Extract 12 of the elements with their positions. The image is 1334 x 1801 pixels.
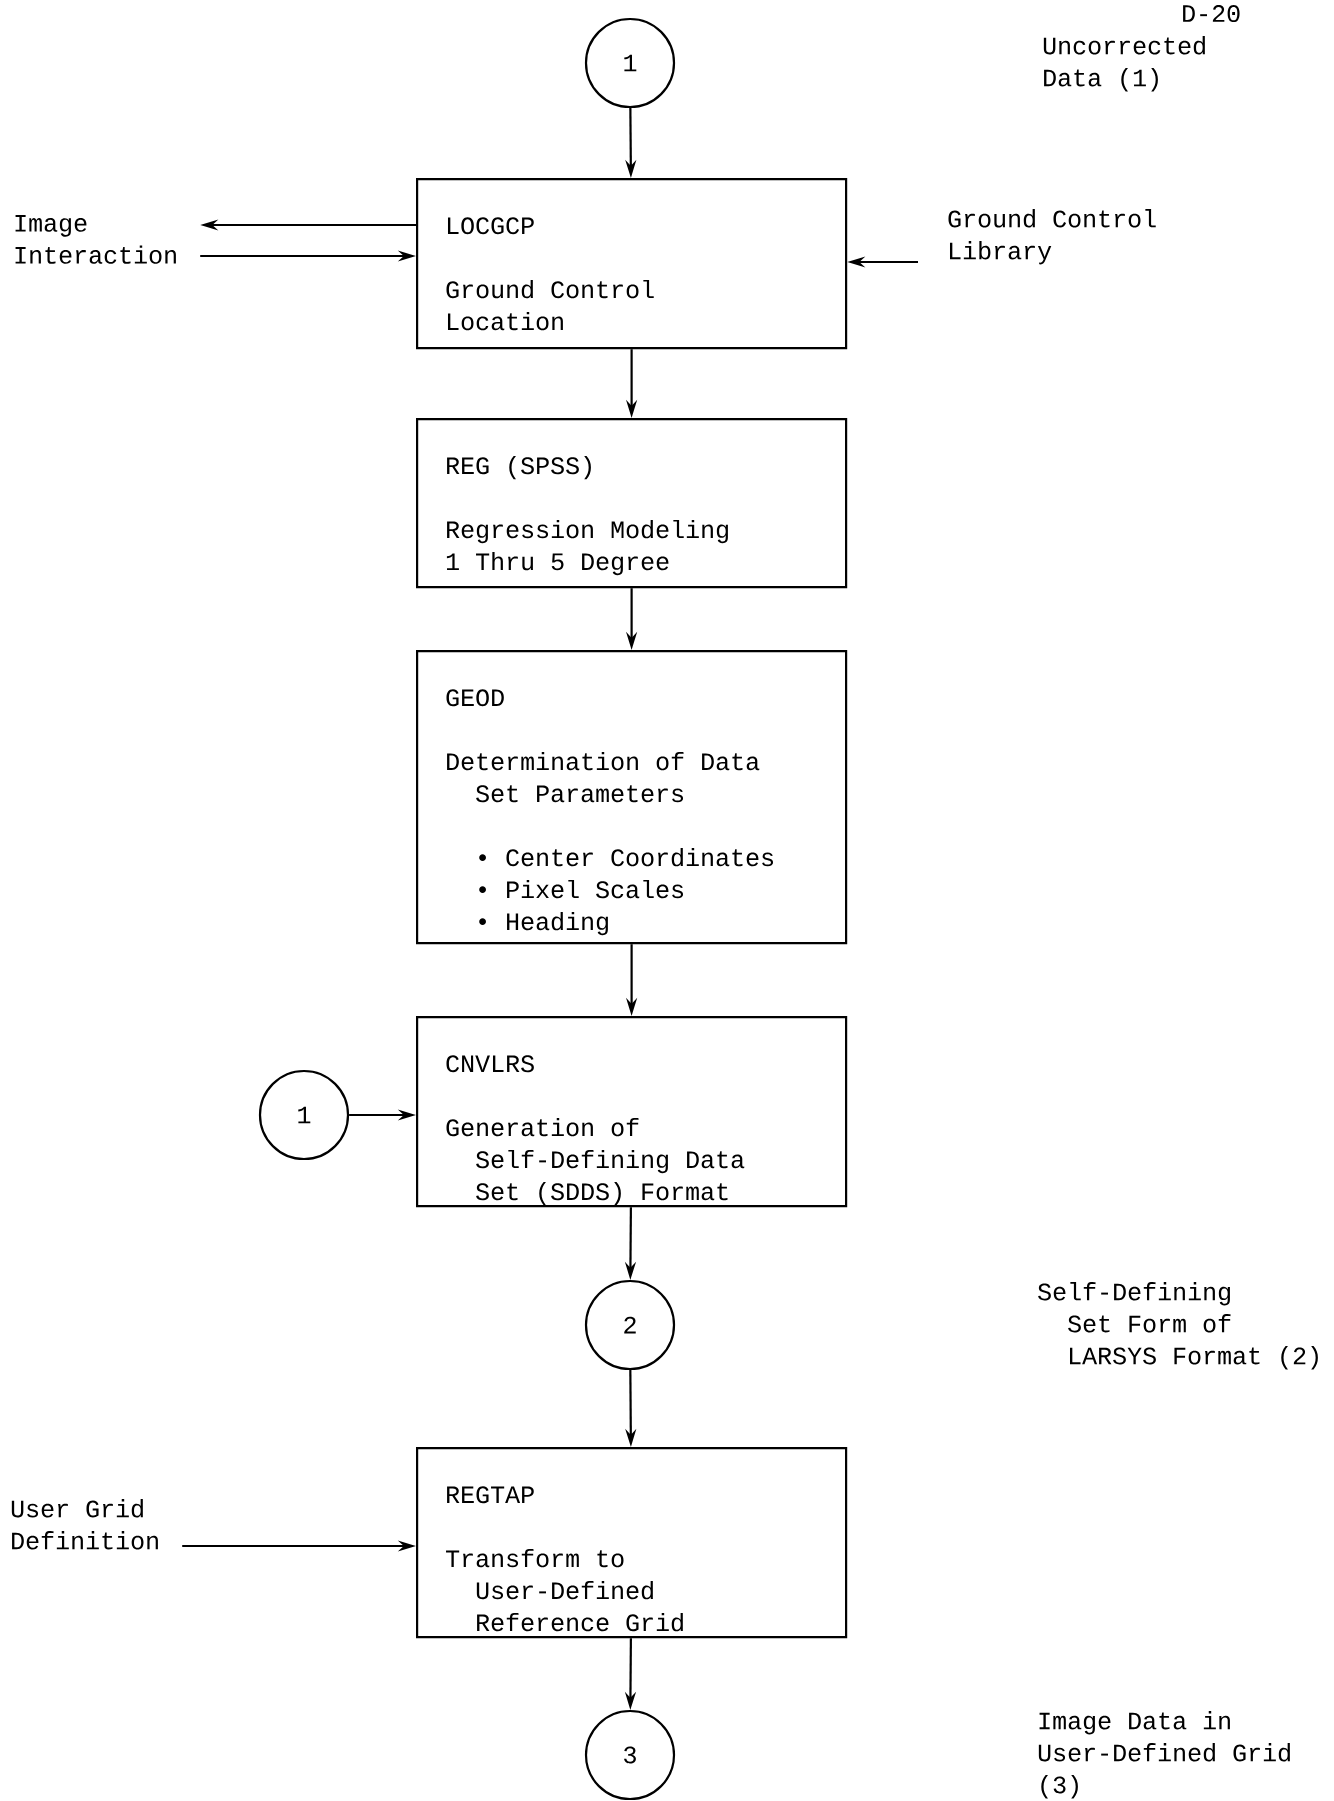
note-text: Image Data in User-Defined Grid (3) xyxy=(1038,1711,1290,1799)
note-text: Self-Defining Set Form of LARSYS Format (2) xyxy=(1038,1282,1318,1370)
process-box: REG (SPSS) Regression Modeling 1 Thru 5 Degree xyxy=(416,418,848,589)
process-box: LOCGCP Ground Control Location xyxy=(416,178,848,350)
process-box: GEOD Determination of Data Set Parameters • Center Coordinates • Pixel Scales • Heading xyxy=(416,650,848,945)
page-number: D-20 xyxy=(1183,5,1240,23)
process-box: REGTAP Transform to User-Defined Reference Grid xyxy=(416,1447,848,1639)
input-label: Image Interaction xyxy=(15,215,176,264)
input-label: Ground Control Library xyxy=(948,209,1156,265)
input-label: User Grid Definition xyxy=(11,1499,158,1550)
note-text: Uncorrected Data (1) xyxy=(1043,36,1205,92)
process-box: CNVLRS Generation of Self-Defining Data Set (SDDS) Format xyxy=(416,1016,848,1208)
